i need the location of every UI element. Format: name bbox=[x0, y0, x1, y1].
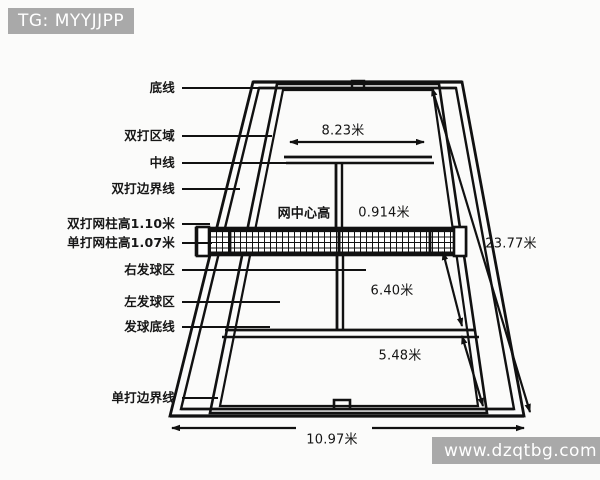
label-net-center-height: 网中心高 bbox=[277, 206, 331, 222]
watermark-top-left: TG: MYYJJPP bbox=[8, 8, 135, 34]
dimension-arrows bbox=[171, 87, 532, 432]
dim-6-40-arrow bbox=[441, 251, 464, 327]
net bbox=[194, 225, 468, 258]
dimension-service-depth: 6.40米 bbox=[370, 283, 414, 299]
dimension-court-length: 23.77米 bbox=[485, 236, 537, 252]
label-center-line: 中线 bbox=[149, 154, 175, 170]
label-singles-sideline: 单打边界线 bbox=[111, 389, 175, 405]
dimension-net-height: 0.914米 bbox=[358, 205, 410, 221]
dimension-court-width-near: 10.97米 bbox=[306, 432, 358, 448]
far-center-mark bbox=[350, 79, 366, 88]
label-service-line: 发球底线 bbox=[124, 318, 175, 334]
label-right-service-box: 右发球区 bbox=[124, 261, 175, 277]
dim-5-48-arrow bbox=[460, 335, 485, 407]
leader-lines bbox=[182, 87, 366, 399]
dimension-court-width-far: 8.23米 bbox=[321, 123, 365, 139]
net-mesh bbox=[196, 228, 466, 255]
dimension-baseline-depth: 5.48米 bbox=[378, 348, 422, 364]
label-doubles-area: 双打区域 bbox=[124, 127, 175, 143]
label-baseline: 底线 bbox=[149, 79, 175, 95]
dim-23-77-arrow bbox=[430, 87, 532, 413]
label-singles-post-height: 单打网柱高1.07米 bbox=[67, 234, 175, 250]
net-post-right bbox=[452, 225, 468, 258]
net-post-left bbox=[195, 225, 211, 258]
label-left-service-box: 左发球区 bbox=[124, 293, 175, 309]
singles-court-outer bbox=[208, 82, 489, 415]
near-center-mark bbox=[332, 398, 352, 409]
watermark-bottom-right: www.dzqtbg.com bbox=[432, 437, 600, 464]
label-doubles-post-height: 双打网柱高1.10米 bbox=[67, 215, 175, 231]
label-doubles-sideline: 双打边界线 bbox=[111, 180, 175, 196]
